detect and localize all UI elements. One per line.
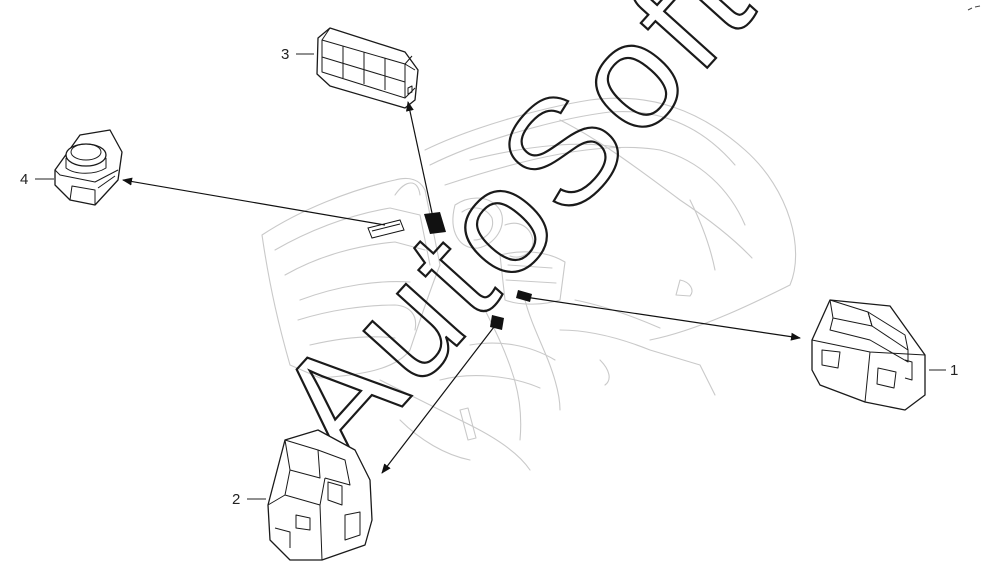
arrow-to-part-4 <box>122 177 386 226</box>
mount-locations <box>367 212 532 330</box>
part-4-knob-switch <box>54 129 123 206</box>
callout-labels: 3 4 1 2 <box>20 46 958 508</box>
part-1-rocker-switch <box>811 299 926 411</box>
vehicle-interior-outline <box>261 97 797 471</box>
arrow-to-part-3 <box>405 101 433 214</box>
arrow-to-part-1 <box>524 296 801 341</box>
arrow-to-part-2 <box>381 322 498 474</box>
part-3-switch-panel <box>316 27 419 109</box>
leader-arrows <box>122 101 801 474</box>
callout-1: 1 <box>950 362 958 379</box>
corner-mark <box>967 5 981 11</box>
callout-3: 3 <box>281 46 289 63</box>
callout-leaders <box>35 53 946 500</box>
callout-2: 2 <box>232 491 240 508</box>
part-2-window-switch <box>267 429 373 561</box>
callout-4: 4 <box>20 171 28 188</box>
